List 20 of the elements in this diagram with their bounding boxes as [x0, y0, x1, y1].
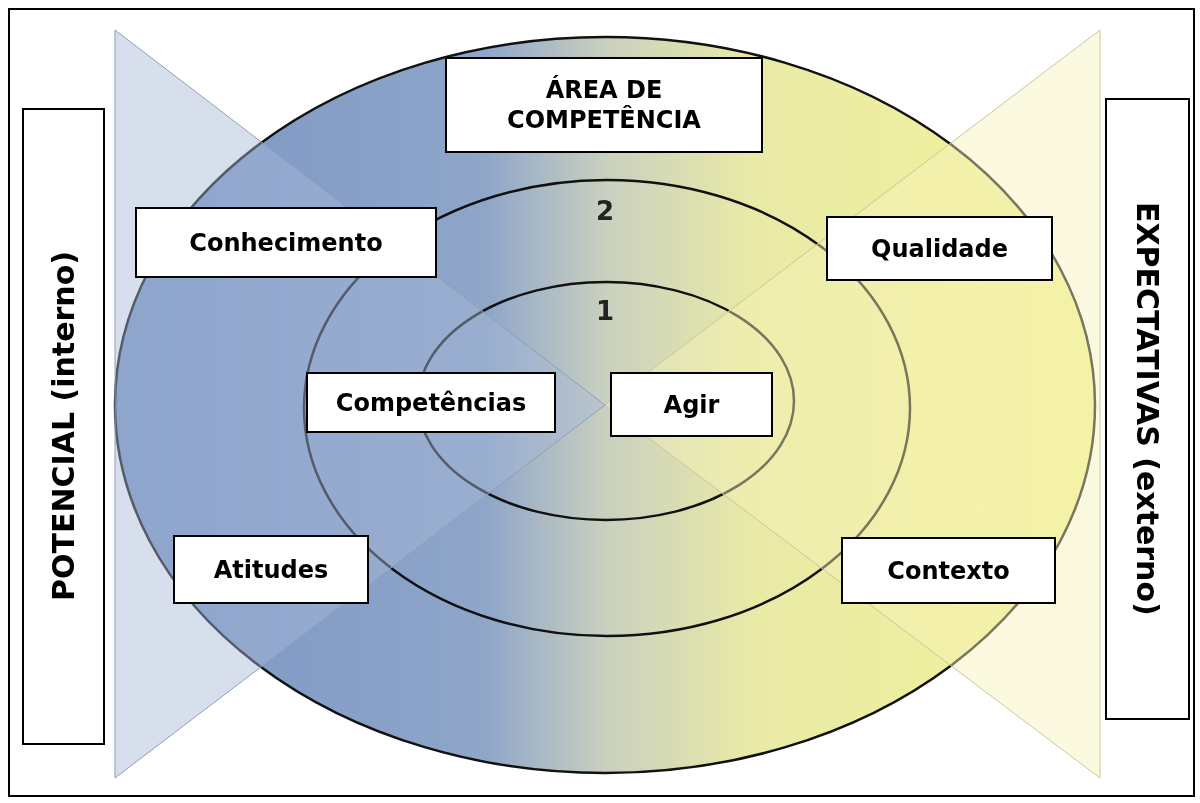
- label-box: [22, 108, 105, 745]
- ring-number: 2: [595, 198, 615, 224]
- label-box: [306, 372, 556, 433]
- box-text: Qualidade: [870, 233, 1009, 264]
- label-box: [445, 57, 763, 153]
- label-box: [1105, 98, 1190, 720]
- label-box: [610, 372, 773, 437]
- label-box: [826, 216, 1053, 281]
- box-text: Contexto: [886, 555, 1011, 586]
- label-box: [173, 535, 369, 604]
- box-text: Conhecimento: [188, 227, 384, 258]
- ring-number: 1: [595, 298, 615, 324]
- box-text: ÁREA DE COMPETÊNCIA: [506, 75, 702, 135]
- label-box: [135, 207, 437, 278]
- box-text: POTENCIAL (interno): [44, 250, 82, 604]
- box-text: Atitudes: [212, 554, 330, 585]
- box-text: Competências: [334, 387, 528, 418]
- box-text: EXPECTATIVAS (externo): [1129, 201, 1167, 618]
- label-box: [841, 537, 1056, 604]
- box-text: Agir: [662, 389, 721, 420]
